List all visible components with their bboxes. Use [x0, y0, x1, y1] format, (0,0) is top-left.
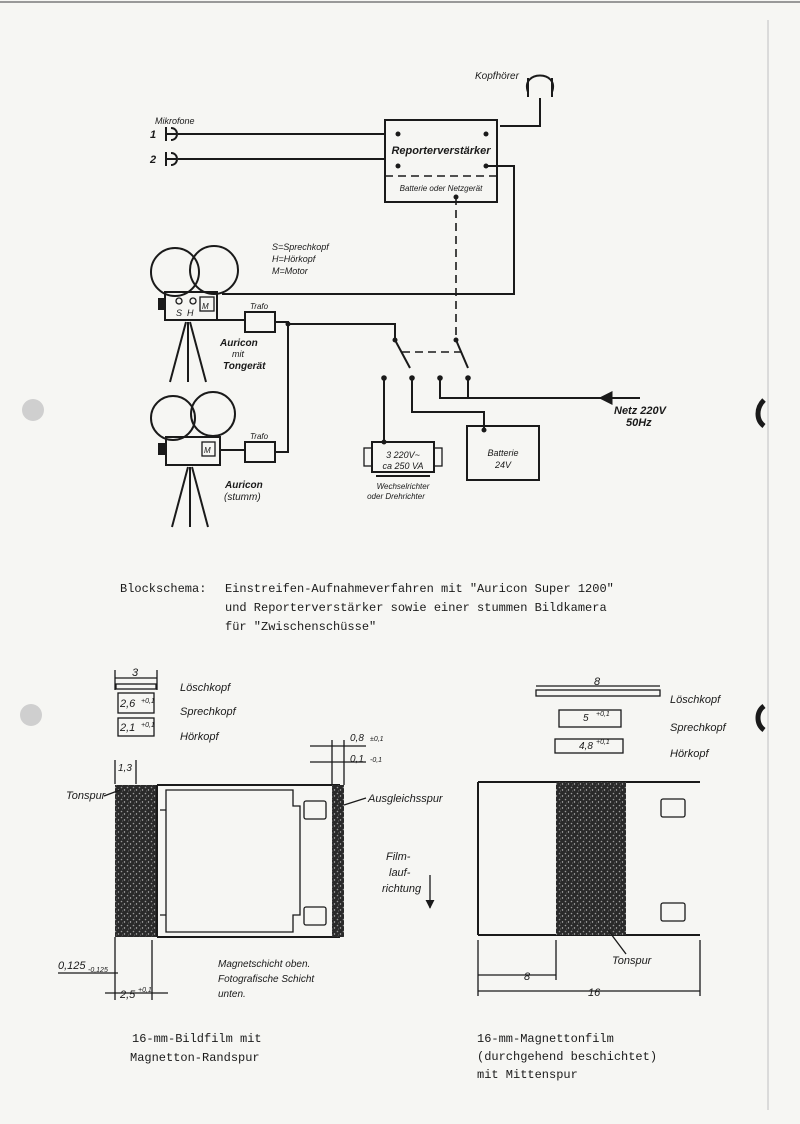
svg-text:(stumm): (stumm) — [224, 492, 261, 503]
mains-frequency-label: 50Hz — [626, 417, 652, 429]
head-label: Hörkopf — [180, 731, 219, 743]
svg-text:3 220V~: 3 220V~ — [386, 450, 420, 460]
svg-text:+0,1: +0,1 — [138, 987, 152, 994]
legend-item: M=Motor — [272, 266, 309, 276]
direction-label: Film- — [386, 851, 411, 863]
svg-text:+0,1: +0,1 — [141, 722, 155, 729]
sound-track-label: Tonspur — [66, 790, 107, 802]
svg-text:+0,1: +0,1 — [596, 739, 610, 746]
svg-text:±0,1: ±0,1 — [370, 736, 384, 743]
svg-text:0,8: 0,8 — [350, 733, 364, 744]
svg-text:2,1: 2,1 — [119, 722, 135, 734]
microphones-label: Mikrofone — [155, 116, 195, 126]
amplifier-box — [384, 119, 498, 203]
punch-hole-icon — [20, 399, 44, 726]
film-left-caption: 16-mm-Bildfilm mit — [132, 1032, 262, 1046]
balance-track-label: Ausgleichsspur — [367, 793, 444, 805]
head-label: Sprechkopf — [670, 722, 727, 734]
head-label: Löschkopf — [670, 694, 721, 706]
scan-mark-icon — [755, 704, 766, 732]
svg-text:8: 8 — [524, 971, 531, 983]
film-left-diagram: 3 2,6 +0,1 2,1 +0,1 Löschkopf Sprechkopf… — [58, 667, 444, 1065]
svg-text:mit Mittenspur: mit Mittenspur — [477, 1068, 578, 1082]
svg-text:2,5: 2,5 — [119, 989, 136, 1001]
svg-text:H: H — [187, 308, 194, 318]
svg-text:lauf-: lauf- — [389, 867, 411, 879]
legend-item: H=Hörkopf — [272, 254, 317, 264]
trafo-label: Trafo — [250, 302, 269, 311]
svg-text:2,6: 2,6 — [119, 698, 136, 710]
trafo-box — [244, 311, 276, 333]
head-label: Löschkopf — [180, 682, 231, 694]
svg-text:Auricon: Auricon — [224, 480, 263, 491]
legend-item: S=Sprechkopf — [272, 242, 330, 252]
svg-text:24V: 24V — [494, 460, 512, 470]
svg-text:(durchgehend beschichtet): (durchgehend beschichtet) — [477, 1050, 657, 1064]
caption-line: und Reporterverstärker sowie einer stumm… — [225, 601, 607, 615]
svg-text:Fotografische Schicht: Fotografische Schicht — [218, 974, 315, 985]
silent-camera-icon: M — [150, 391, 236, 528]
amplifier-label: Reporterverstärker — [391, 145, 491, 157]
svg-text:5: 5 — [583, 713, 589, 724]
power-supply-label: Batterie oder Netzgerät — [400, 184, 483, 193]
headphones-icon — [525, 74, 555, 108]
trafo-label: Trafo — [250, 432, 269, 441]
switch-group — [381, 337, 471, 381]
svg-text:oder Drehrichter: oder Drehrichter — [367, 492, 425, 501]
caption-line: Einstreifen-Aufnahmeverfahren mit "Auric… — [225, 582, 614, 596]
inverter-caption: Wechselrichter — [377, 482, 430, 491]
svg-text:unten.: unten. — [218, 989, 246, 1000]
layer-note: Magnetschicht oben. — [218, 959, 310, 970]
headphones-label: Kopfhörer — [475, 71, 520, 82]
head-label: Hörkopf — [670, 748, 709, 760]
mic-1-label: 1 — [150, 129, 156, 141]
sound-track-label: Tonspur — [612, 955, 653, 967]
svg-text:M: M — [204, 446, 211, 455]
svg-text:0,1: 0,1 — [350, 754, 364, 765]
mic-2-label: 2 — [149, 154, 156, 166]
svg-text:richtung: richtung — [382, 883, 422, 895]
microphone-icon — [165, 127, 178, 166]
camera-with-sound-icon: S H M — [150, 245, 239, 383]
head-label: Sprechkopf — [180, 706, 237, 718]
mains-label: Netz 220V — [614, 405, 668, 417]
svg-text:-0,125: -0,125 — [88, 967, 108, 974]
svg-text:+0,1: +0,1 — [596, 711, 610, 718]
center-sound-track-stripe — [556, 782, 626, 935]
svg-text:ca 250 VA: ca 250 VA — [382, 461, 423, 471]
svg-text:1,3: 1,3 — [118, 763, 132, 774]
svg-text:Tongerät: Tongerät — [223, 361, 266, 372]
svg-text:3: 3 — [132, 667, 139, 679]
caption-label: Blockschema: — [120, 582, 206, 596]
svg-text:0,125: 0,125 — [58, 960, 86, 972]
block-diagram-caption: Blockschema: Einstreifen-Aufnahmeverfahr… — [120, 582, 614, 634]
svg-text:Batterie: Batterie — [487, 448, 518, 458]
svg-text:8: 8 — [594, 676, 601, 688]
svg-text:4,8: 4,8 — [579, 741, 593, 752]
film-right-caption: 16-mm-Magnettonfilm — [477, 1032, 614, 1046]
trafo-box — [244, 441, 276, 463]
sound-track-stripe — [115, 785, 157, 937]
svg-text:-0,1: -0,1 — [370, 757, 382, 764]
svg-text:S: S — [176, 308, 182, 318]
svg-text:+0,1: +0,1 — [141, 698, 155, 705]
svg-text:Auricon: Auricon — [219, 338, 258, 349]
scan-mark-icon — [755, 398, 766, 428]
svg-text:16: 16 — [588, 987, 601, 999]
svg-text:mit: mit — [232, 349, 244, 359]
balance-track-stripe — [332, 785, 344, 937]
legend: S=Sprechkopf H=Hörkopf M=Motor — [272, 242, 330, 276]
battery-box — [466, 425, 540, 481]
svg-text:M: M — [202, 302, 209, 311]
film-right-diagram: 8 5 +0,1 4,8 +0,1 Löschkopf Sprechkopf H… — [477, 676, 727, 1082]
svg-text:Magnetton-Randspur: Magnetton-Randspur — [130, 1051, 260, 1065]
caption-line: für "Zwischenschüsse" — [225, 620, 376, 634]
